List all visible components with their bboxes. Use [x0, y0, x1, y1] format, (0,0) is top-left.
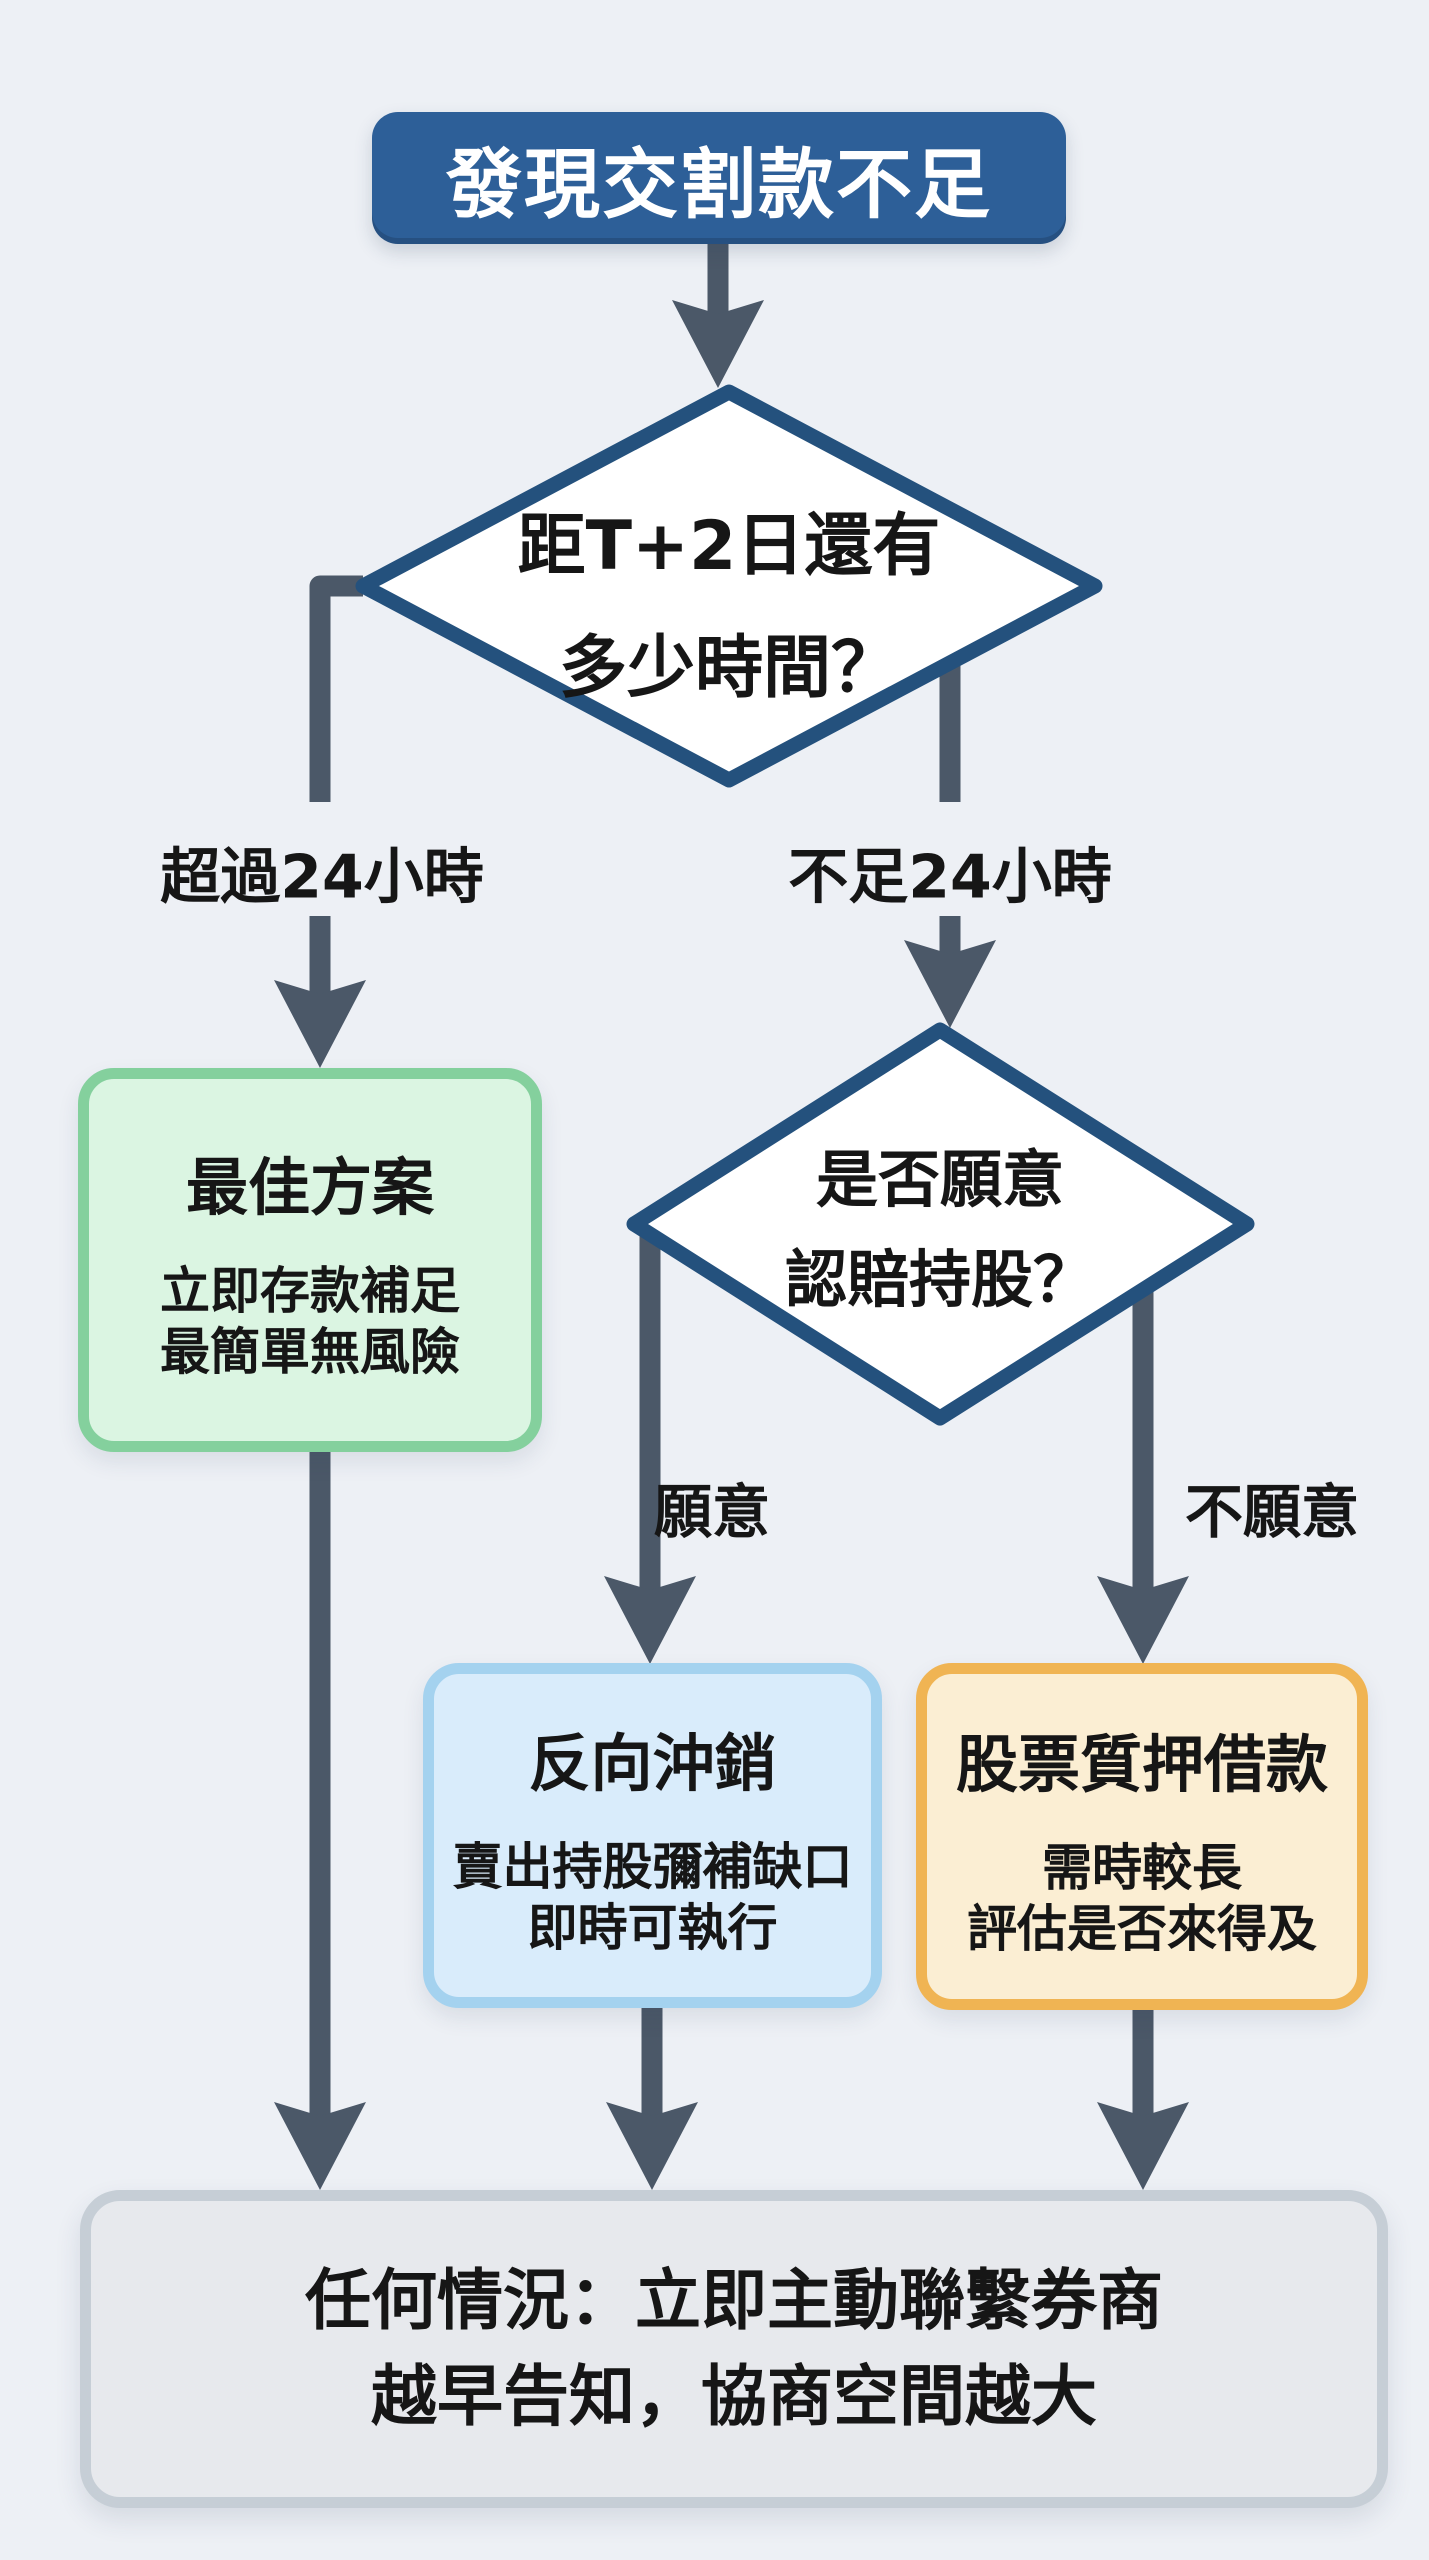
- decision2-diamond: [626, 1022, 1255, 1426]
- branch-label-over24: 超過24小時: [160, 842, 484, 913]
- arrowhead-to-decision2: [904, 940, 996, 1028]
- branch-label-unwilling: 不願意: [1184, 1478, 1360, 1546]
- stock-pledge-line1: 需時較長: [1042, 1838, 1242, 1897]
- best-plan-line1: 立即存款補足: [160, 1262, 460, 1320]
- branch-label-willing: 願意: [653, 1478, 771, 1546]
- reverse-offset-line1: 賣出持股彌補缺口: [452, 1837, 853, 1896]
- arrowhead-start-to-decision1: [672, 300, 764, 388]
- start-label: 發現交割款不足: [446, 140, 992, 229]
- decision2-line1: 是否願意: [815, 1143, 1064, 1216]
- arrowhead-best-to-final: [274, 2102, 366, 2190]
- final-line2: 越早告知，協商空間越大: [371, 2358, 1097, 2435]
- stock-pledge-line2: 評估是否來得及: [967, 1899, 1317, 1958]
- arrowhead-to-reverse-offset: [604, 1576, 696, 1664]
- best-plan-title: 最佳方案: [185, 1151, 434, 1224]
- node-best-plan: 最佳方案 立即存款補足 最簡單無風險: [78, 1068, 542, 1452]
- best-plan-line2: 最簡單無風險: [160, 1323, 460, 1381]
- node-reverse-offset: 反向沖銷 賣出持股彌補缺口 即時可執行: [423, 1663, 882, 2008]
- decision1-line1: 距T+2日還有: [517, 507, 941, 586]
- node-final-advice: 任何情況：立即主動聯繫券商 越早告知，協商空間越大: [80, 2190, 1388, 2508]
- arrowhead-to-best-plan: [274, 980, 366, 1068]
- reverse-offset-title: 反向沖銷: [528, 1726, 777, 1800]
- edge-over24-upper: [309, 575, 363, 802]
- decision2-text: 是否願意 認賠持股？: [640, 1130, 1240, 1331]
- decision1-line2: 多少時間？: [558, 629, 899, 709]
- branch-label-under24: 不足24小時: [788, 842, 1112, 913]
- node-stock-pledge: 股票質押借款 需時較長 評估是否來得及: [916, 1663, 1368, 2010]
- arrowhead-to-stock-pledge: [1097, 1576, 1189, 1664]
- arrowhead-reverse-to-final: [606, 2102, 698, 2190]
- decision1-diamond: [355, 384, 1103, 788]
- stock-pledge-title: 股票質押借款: [955, 1727, 1328, 1801]
- arrowhead-pledge-to-final: [1097, 2102, 1189, 2190]
- decision2-line2: 認賠持股？: [784, 1243, 1095, 1317]
- node-start: 發現交割款不足: [372, 112, 1066, 244]
- reverse-offset-line2: 即時可執行: [527, 1898, 778, 1957]
- final-line1: 任何情況：立即主動聯繫券商: [305, 2262, 1163, 2340]
- decision1-text: 距T+2日還有 多少時間？: [429, 486, 1029, 731]
